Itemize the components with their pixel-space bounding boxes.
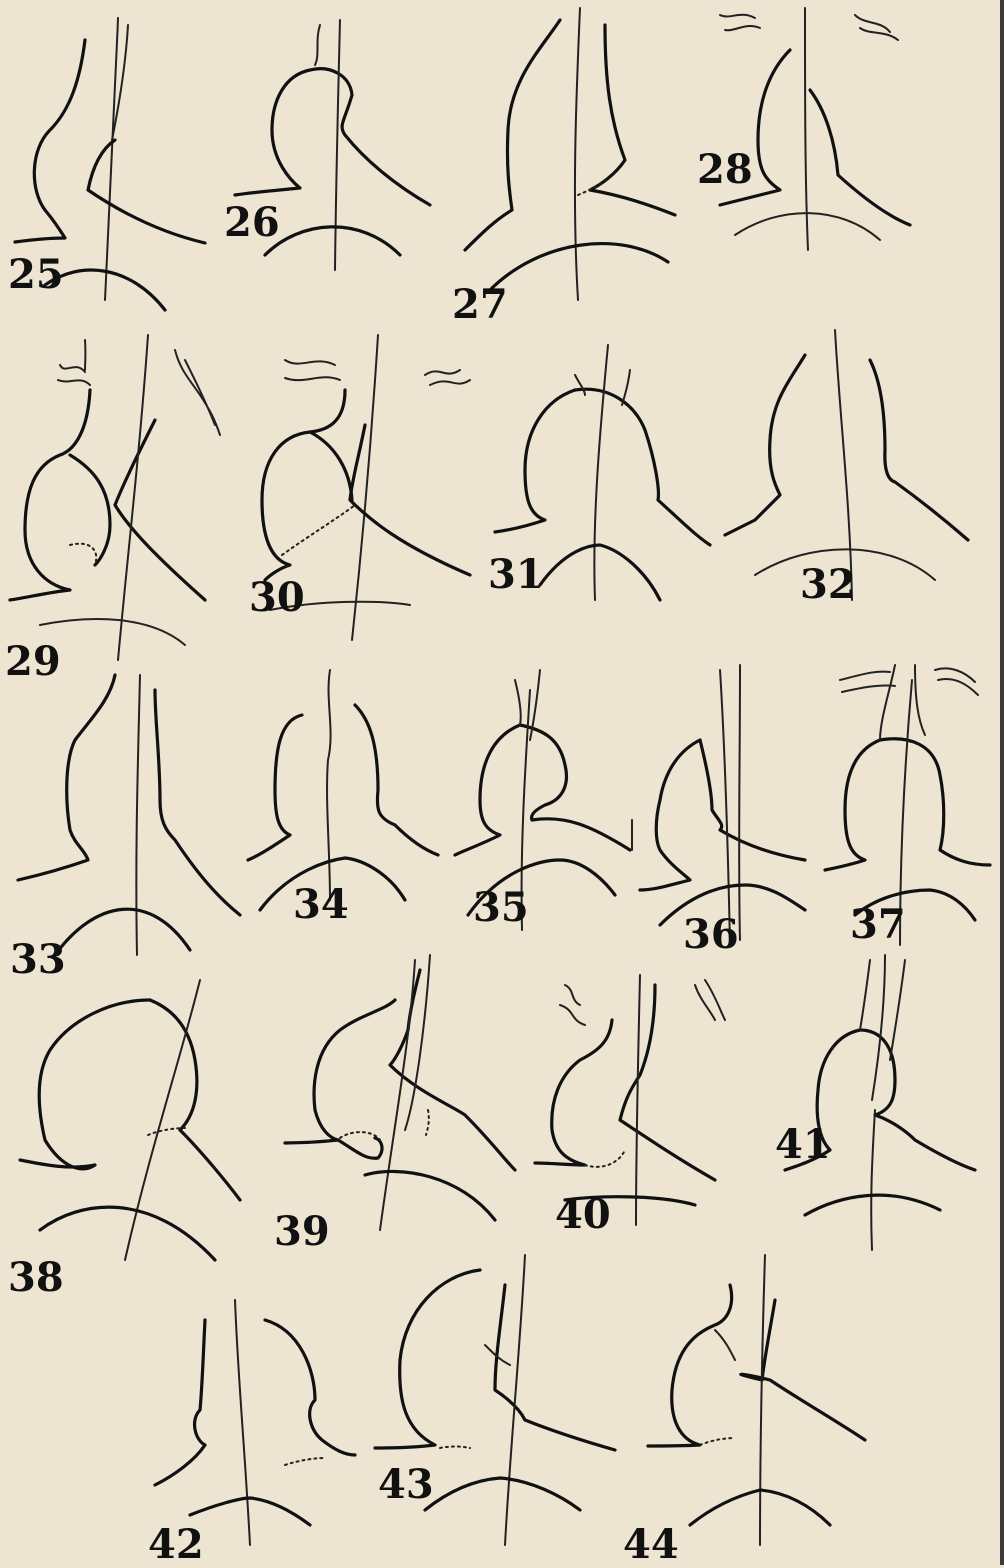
figure-label-42: 42 [148,1525,204,1565]
figure-label-36: 36 [683,915,739,955]
page-edge [1000,0,1004,1565]
figure-label-32: 32 [800,565,856,605]
figure-label-31: 31 [488,555,544,595]
figure-36-drawing [632,665,805,945]
figure-39-drawing [285,955,515,1230]
figure-label-40: 40 [555,1195,611,1235]
figure-29-drawing [10,335,220,660]
figure-label-29: 29 [5,642,61,682]
figure-32-drawing [725,330,968,600]
figure-label-25: 25 [8,255,64,295]
figure-label-35: 35 [473,888,529,928]
figure-label-37: 37 [850,905,906,945]
figure-44-drawing [648,1255,865,1545]
figure-label-38: 38 [8,1258,64,1298]
figure-41-drawing [785,955,975,1250]
figure-label-28: 28 [697,150,753,190]
figure-33-drawing [18,675,240,955]
figure-38-drawing [20,980,240,1260]
figure-label-41: 41 [775,1125,831,1165]
figure-label-30: 30 [249,578,305,618]
figure-label-43: 43 [378,1465,434,1505]
figure-34-drawing [248,670,438,910]
figure-42-drawing [155,1300,355,1545]
figure-label-34: 34 [293,885,349,925]
figure-28-drawing [720,8,910,250]
figure-label-27: 27 [452,285,508,325]
figure-label-39: 39 [274,1212,330,1252]
figure-27-drawing [465,8,675,300]
figure-label-26: 26 [224,203,280,243]
figure-40-drawing [535,975,725,1225]
figure-label-33: 33 [10,940,66,980]
figure-label-44: 44 [623,1525,679,1565]
